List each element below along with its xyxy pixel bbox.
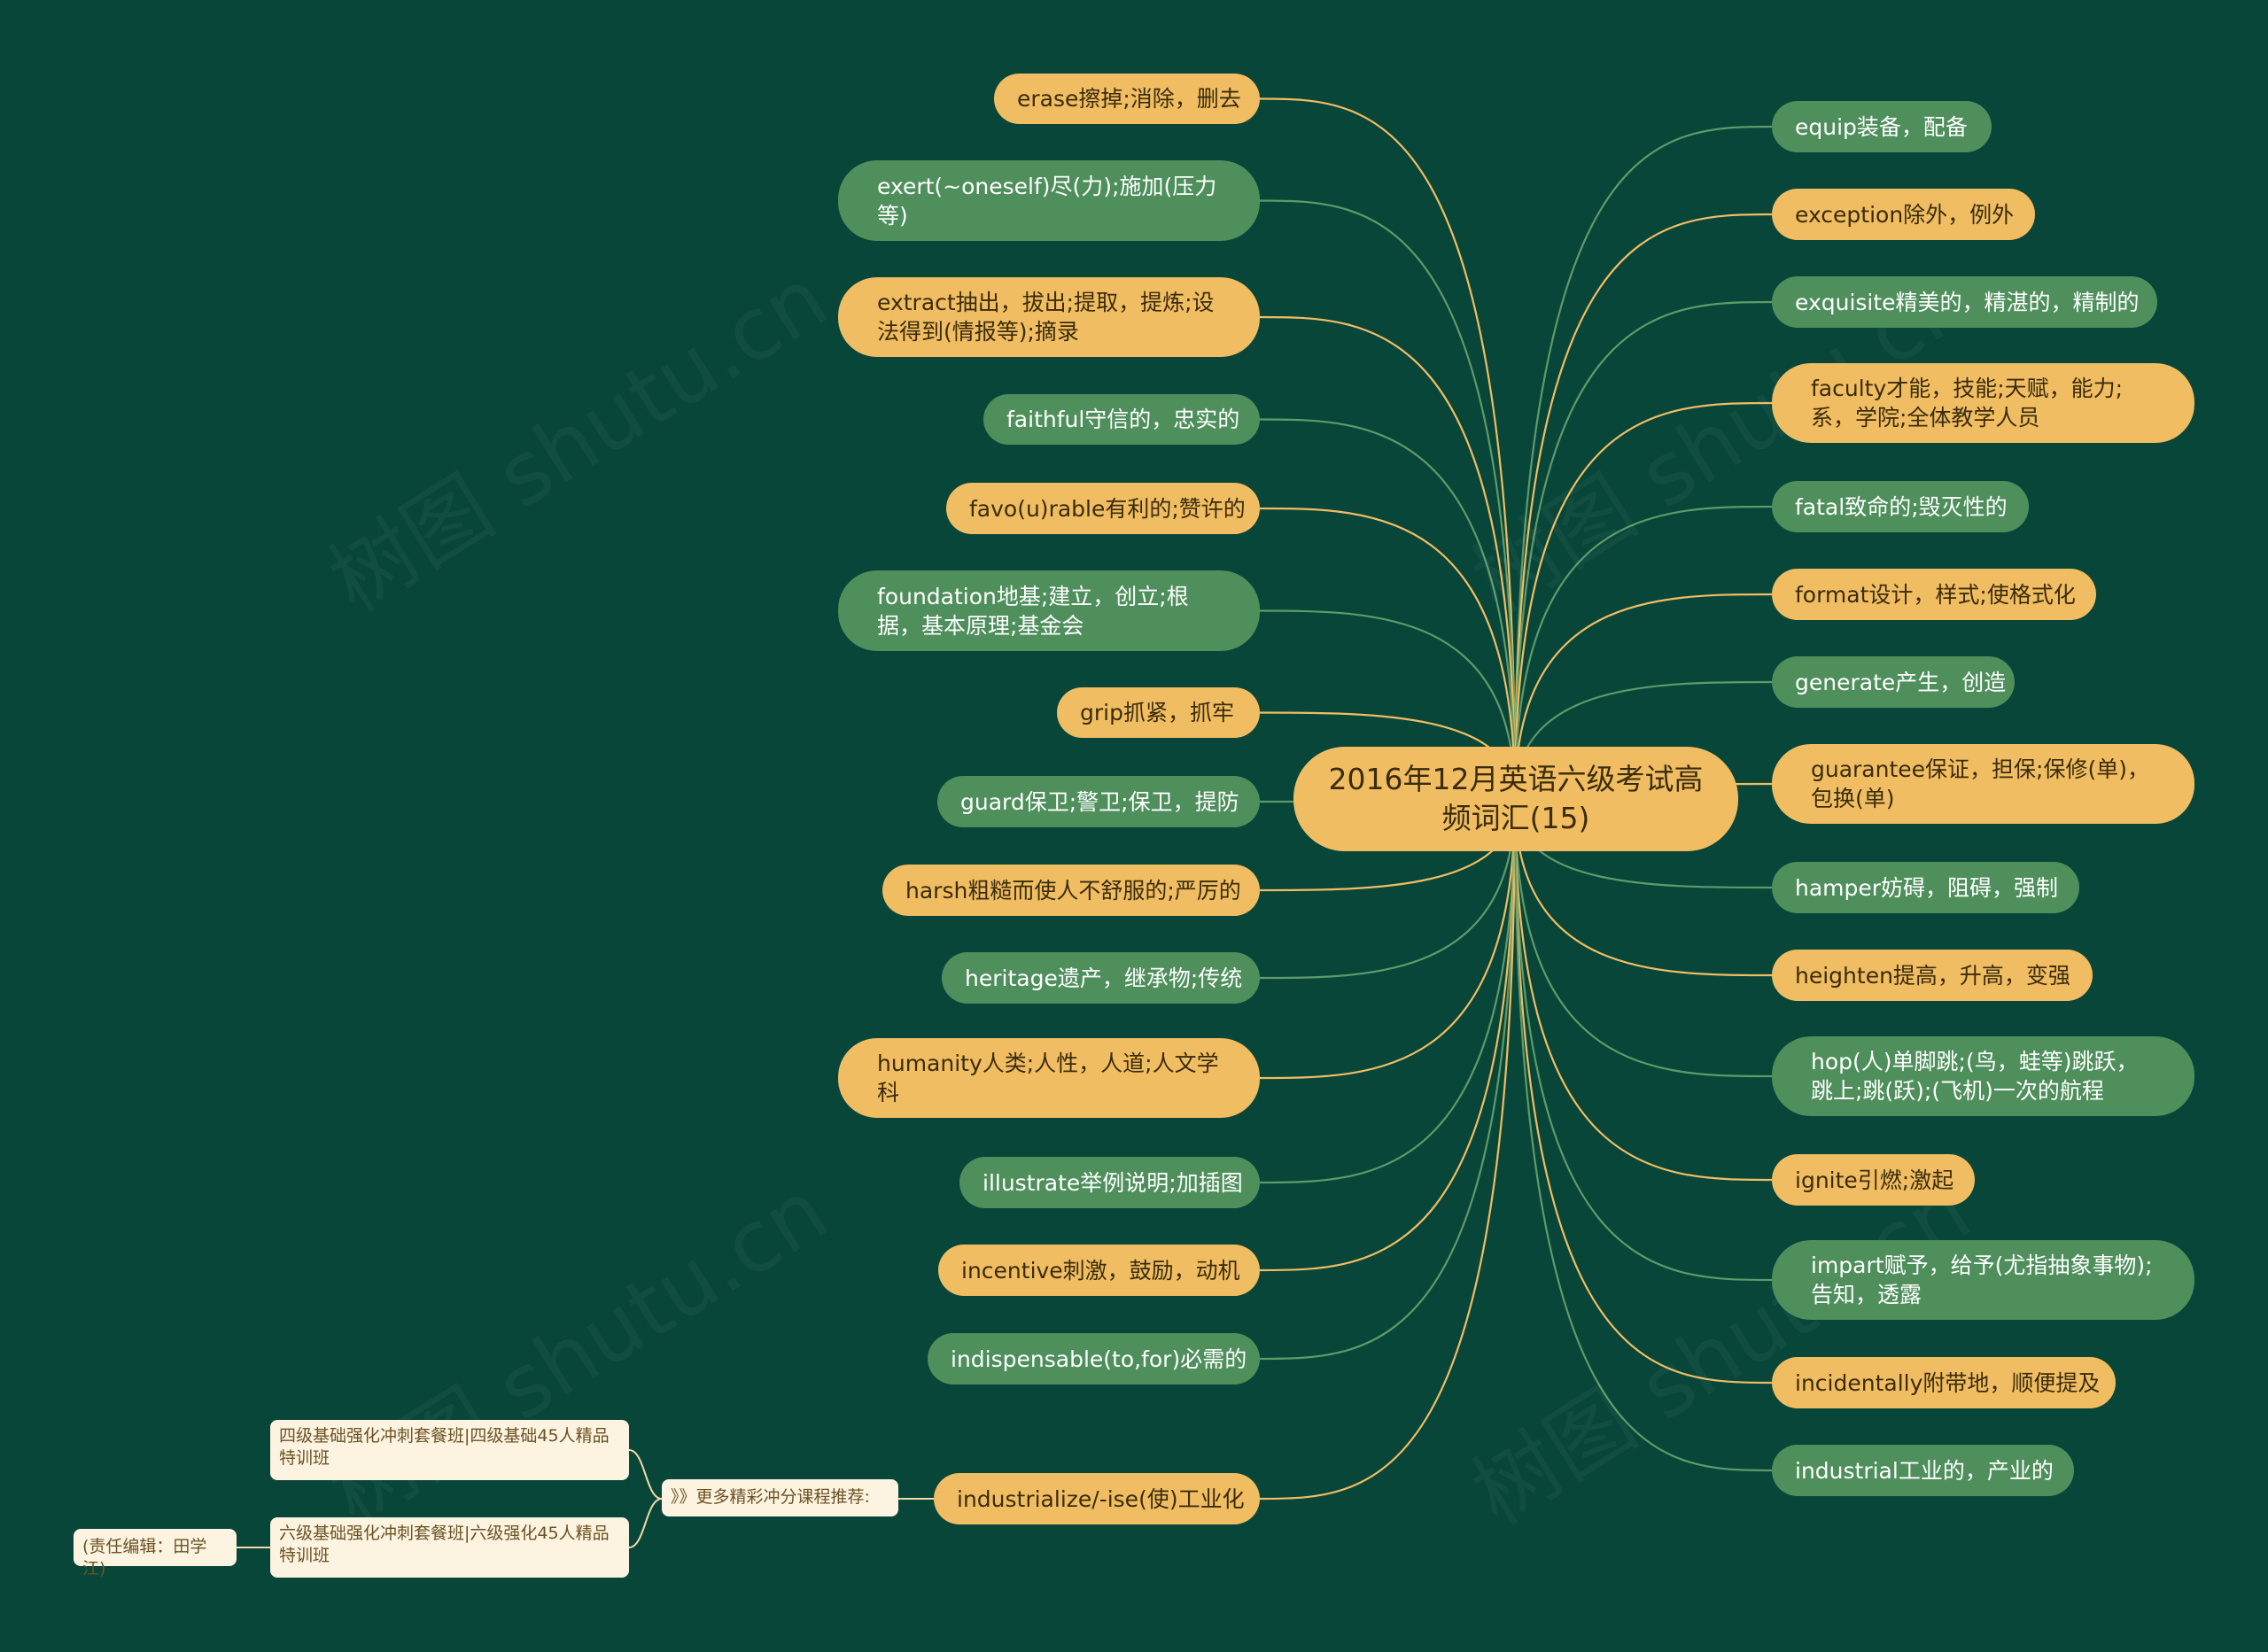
connector-curve xyxy=(1259,315,1517,800)
left-branch-label: grip抓紧，抓牢 xyxy=(1080,700,1234,725)
right-branch-label: exception除外，例外 xyxy=(1795,201,2015,228)
right-branch-label: incidentally附带地，顺便提及 xyxy=(1795,1369,2101,1396)
right-branch-node[interactable]: fatal致命的;毁灭性的 xyxy=(1772,481,2029,532)
right-branch-node[interactable]: exquisite精美的，精湛的，精制的 xyxy=(1772,276,2157,328)
left-branch-node[interactable]: illustrate举例说明;加插图 xyxy=(959,1157,1260,1208)
right-branch-label: guarantee保证，担保;保修(单)，包换(单) xyxy=(1811,756,2149,811)
root-topic-label: 2016年12月英语六级考试高频词汇(15) xyxy=(1328,762,1704,835)
right-branch-label: hamper妨碍，阻碍，强制 xyxy=(1795,874,2059,901)
connector-curve xyxy=(1513,213,1773,800)
left-branch-node[interactable]: guard保卫;警卫;保卫，提防 xyxy=(937,776,1260,827)
left-branch-node[interactable]: heritage遗产，继承物;传统 xyxy=(942,952,1260,1004)
left-branch-node[interactable]: incentive刺激，鼓励，动机 xyxy=(938,1245,1260,1296)
left-branch-node[interactable]: grip抓紧，抓牢 xyxy=(1057,687,1260,738)
connector-curve xyxy=(1513,798,1773,977)
left-branch-node[interactable]: faithful守信的，忠实的 xyxy=(983,394,1260,445)
right-branch-node[interactable]: hop(人)单脚跳;(鸟，蛙等)跳跃，跳上;跳(跃);(飞机)一次的航程 xyxy=(1772,1036,2194,1116)
course-node[interactable]: 四级基础强化冲刺套餐班|四级基础45人精品特训班 xyxy=(270,1420,629,1480)
left-branch-label: harsh粗糙而使人不舒服的;严厉的 xyxy=(905,877,1241,904)
sub-connector xyxy=(628,1449,663,1500)
left-branch-label: illustrate举例说明;加插图 xyxy=(983,1169,1243,1196)
right-branch-node[interactable]: equip装备，配备 xyxy=(1772,101,1992,152)
left-branch-label: erase擦掉;消除，删去 xyxy=(1017,86,1241,112)
connector-curve xyxy=(1259,97,1517,800)
connector-curve xyxy=(1259,798,1517,1272)
more-courses-node[interactable]: 》》更多精彩冲分课程推荐: xyxy=(662,1479,898,1516)
connector-curve xyxy=(1259,418,1517,800)
right-branch-label: industrial工业的，产业的 xyxy=(1795,1457,2054,1484)
left-branch-node[interactable]: industrialize/-ise(使)工业化 xyxy=(934,1473,1260,1524)
right-branch-label: heighten提高，升高，变强 xyxy=(1795,962,2070,989)
connector-curve xyxy=(1513,798,1773,1282)
connector-curve xyxy=(1259,798,1517,980)
right-branch-label: format设计，样式;使格式化 xyxy=(1795,581,2076,608)
connector-curve xyxy=(1513,798,1773,1078)
connector-curve xyxy=(1259,507,1517,800)
right-branch-node[interactable]: format设计，样式;使格式化 xyxy=(1772,569,2096,620)
connector-curve xyxy=(1513,798,1773,1472)
left-branch-label: industrialize/-ise(使)工业化 xyxy=(957,1485,1245,1512)
right-branch-label: impart赋予，给予(尤指抽象事物);告知，透露 xyxy=(1811,1253,2153,1307)
left-branch-node[interactable]: foundation地基;建立，创立;根据，基本原理;基金会 xyxy=(838,570,1260,651)
right-branch-node[interactable]: guarantee保证，担保;保修(单)，包换(单) xyxy=(1772,744,2194,824)
right-branch-label: fatal致命的;毁灭性的 xyxy=(1795,493,2008,520)
left-branch-label: extract抽出，拔出;提取，提炼;设法得到(情报等);摘录 xyxy=(877,290,1215,345)
sub-connector xyxy=(628,1498,663,1548)
left-branch-node[interactable]: humanity人类;人性，人道;人文学科 xyxy=(838,1038,1260,1118)
editor-label: (责任编辑：田学江) xyxy=(82,1537,207,1578)
connector-curve xyxy=(1259,798,1517,1080)
left-branch-node[interactable]: indispensable(to,for)必需的 xyxy=(928,1333,1260,1384)
right-branch-node[interactable]: faculty才能，技能;天赋，能力;系，学院;全体教学人员 xyxy=(1772,363,2194,443)
left-branch-label: humanity人类;人性，人道;人文学科 xyxy=(877,1051,1219,1105)
course-label: 六级基础强化冲刺套餐班|六级强化45人精品特训班 xyxy=(279,1524,610,1565)
right-branch-node[interactable]: impart赋予，给予(尤指抽象事物);告知，透露 xyxy=(1772,1240,2194,1320)
editor-node[interactable]: (责任编辑：田学江) xyxy=(74,1529,237,1578)
left-branch-label: heritage遗产，继承物;传统 xyxy=(965,965,1243,991)
left-branch-label: faithful守信的，忠实的 xyxy=(1006,407,1240,432)
connector-curve xyxy=(1259,199,1517,800)
right-branch-node[interactable]: industrial工业的，产业的 xyxy=(1772,1445,2074,1496)
connector-curve xyxy=(1513,300,1773,800)
course-label: 四级基础强化冲刺套餐班|四级基础45人精品特训班 xyxy=(279,1426,610,1468)
connector-curve xyxy=(1259,798,1517,1501)
connector-curve xyxy=(1513,798,1773,1384)
left-branch-label: exert(~oneself)尽(力);施加(压力等) xyxy=(877,173,1217,229)
root-topic[interactable]: 2016年12月英语六级考试高频词汇(15) xyxy=(1293,747,1738,851)
connector-curve xyxy=(1259,609,1517,800)
left-branch-node[interactable]: erase擦掉;消除，删去 xyxy=(994,74,1260,124)
connector-curve xyxy=(1513,593,1773,800)
left-branch-label: guard保卫;警卫;保卫，提防 xyxy=(960,788,1239,815)
right-branch-node[interactable]: incidentally附带地，顺便提及 xyxy=(1772,1357,2116,1408)
left-branch-node[interactable]: harsh粗糙而使人不舒服的;严厉的 xyxy=(882,865,1260,916)
right-branch-label: generate产生，创造 xyxy=(1795,669,2007,695)
left-branch-label: foundation地基;建立，创立;根据，基本原理;基金会 xyxy=(877,583,1189,639)
right-branch-node[interactable]: heighten提高，升高，变强 xyxy=(1772,950,2093,1001)
right-branch-label: hop(人)单脚跳;(鸟，蛙等)跳跃，跳上;跳(跃);(飞机)一次的航程 xyxy=(1811,1049,2139,1104)
connector-curve xyxy=(1513,125,1773,800)
more-courses-label: 》》更多精彩冲分课程推荐: xyxy=(671,1487,870,1507)
connector-curve xyxy=(1513,798,1773,1182)
right-branch-node[interactable]: hamper妨碍，阻碍，强制 xyxy=(1772,862,2079,913)
course-node[interactable]: 六级基础强化冲刺套餐班|六级强化45人精品特训班 xyxy=(270,1517,629,1578)
connector-curve xyxy=(1513,505,1773,800)
connector-curve xyxy=(1259,798,1517,1361)
right-branch-node[interactable]: generate产生，创造 xyxy=(1772,656,2015,708)
left-branch-node[interactable]: favo(u)rable有利的;赞许的 xyxy=(946,483,1260,534)
right-branch-node[interactable]: exception除外，例外 xyxy=(1772,189,2035,240)
right-branch-label: ignite引燃;激起 xyxy=(1795,1167,1954,1193)
right-branch-node[interactable]: ignite引燃;激起 xyxy=(1772,1154,1975,1206)
left-branch-label: indispensable(to,for)必需的 xyxy=(951,1346,1247,1372)
right-branch-label: equip装备，配备 xyxy=(1795,113,1968,140)
connector-curve xyxy=(1259,798,1517,1184)
right-branch-label: faculty才能，技能;天赋，能力;系，学院;全体教学人员 xyxy=(1811,376,2124,430)
left-branch-label: incentive刺激，鼓励，动机 xyxy=(961,1257,1240,1284)
connector-curve xyxy=(1513,401,1773,800)
right-branch-label: exquisite精美的，精湛的，精制的 xyxy=(1795,289,2140,315)
left-branch-node[interactable]: exert(~oneself)尽(力);施加(压力等) xyxy=(838,160,1260,241)
left-branch-label: favo(u)rable有利的;赞许的 xyxy=(969,495,1246,522)
left-branch-node[interactable]: extract抽出，拔出;提取，提炼;设法得到(情报等);摘录 xyxy=(838,277,1260,357)
